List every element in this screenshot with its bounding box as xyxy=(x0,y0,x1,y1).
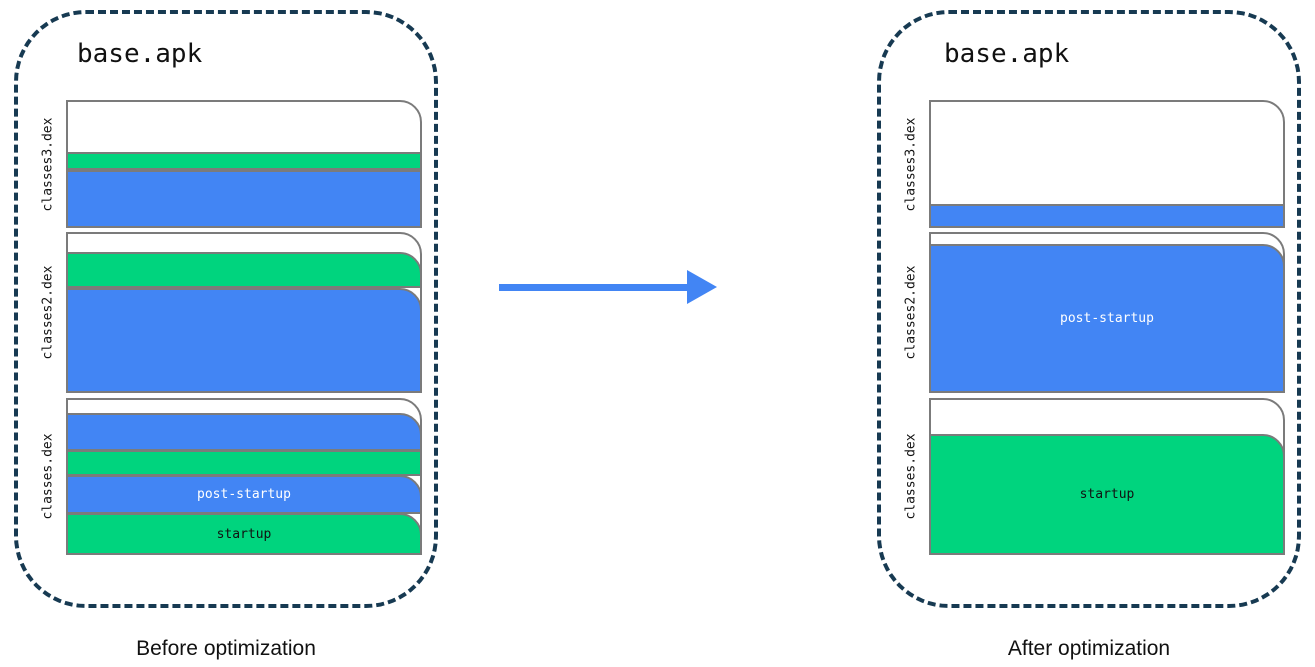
dex-box-classes: startup xyxy=(929,398,1285,555)
arrow-line xyxy=(499,283,689,291)
dex-label-classes2: classes2.dex xyxy=(903,265,919,360)
dex-box-classes: post-startup startup xyxy=(66,398,422,555)
segment-post-startup-labeled: post-startup xyxy=(66,475,422,514)
apk-title-before: base.apk xyxy=(77,39,203,69)
dex-group-before-classes3: classes3.dex xyxy=(36,100,422,228)
segment-startup-labeled: startup xyxy=(66,513,422,555)
segment-startup-a xyxy=(66,450,422,476)
arrow-head-icon xyxy=(687,270,717,304)
caption-after: After optimization xyxy=(1007,637,1171,660)
segment-startup-labeled: startup xyxy=(929,434,1285,555)
apk-title-after: base.apk xyxy=(944,39,1070,69)
dex-box-classes3 xyxy=(929,100,1285,228)
caption-before: Before optimization xyxy=(136,637,316,660)
dex-group-before-classes2: classes2.dex xyxy=(36,232,422,393)
segment-post-startup xyxy=(66,170,422,228)
dex-label-classes3: classes3.dex xyxy=(903,117,919,211)
dex-box-classes2 xyxy=(66,232,422,393)
segment-post-startup xyxy=(66,288,422,393)
dex-label-classes: classes.dex xyxy=(903,433,919,520)
dex-group-after-classes: classes.dex startup xyxy=(899,398,1285,555)
dex-label-classes: classes.dex xyxy=(40,433,56,520)
segment-post-startup xyxy=(929,204,1285,228)
segment-post-startup-labeled: post-startup xyxy=(929,244,1285,393)
dex-group-after-classes3: classes3.dex xyxy=(899,100,1285,228)
segment-post-startup-a xyxy=(66,413,422,451)
dex-label-classes3: classes3.dex xyxy=(40,117,56,211)
dex-group-after-classes2: classes2.dex post-startup xyxy=(899,232,1285,393)
dex-label-classes2: classes2.dex xyxy=(40,265,56,360)
transform-arrow xyxy=(499,266,717,308)
dex-box-classes2: post-startup xyxy=(929,232,1285,393)
segment-startup xyxy=(66,152,422,170)
dex-box-classes3 xyxy=(66,100,422,228)
dex-group-before-classes: classes.dex post-startup startup xyxy=(36,398,422,555)
segment-startup xyxy=(66,252,422,288)
